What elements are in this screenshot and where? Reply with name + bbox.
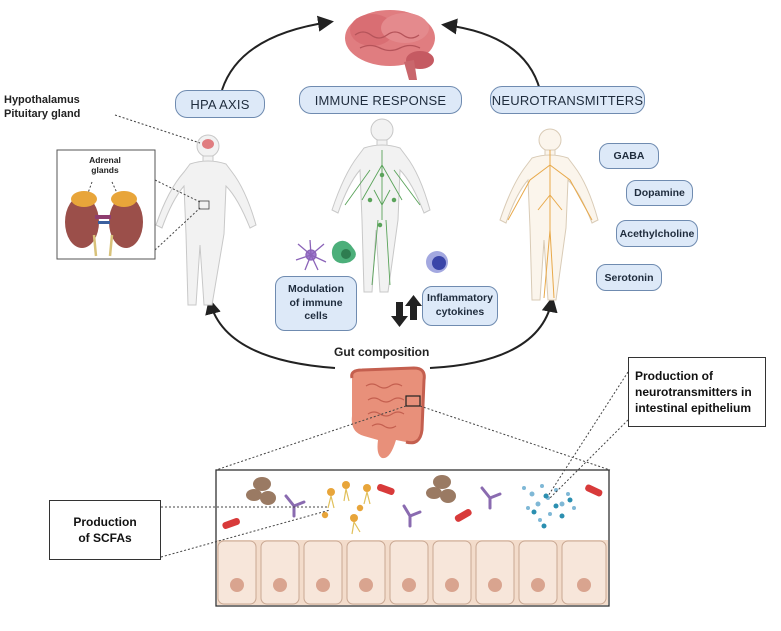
arrow-gut-to-neuro (429, 296, 558, 369)
hpa-axis-label: HPA AXIS (175, 90, 265, 118)
macrophage-icon (295, 239, 327, 271)
zoom-line-right (419, 405, 611, 471)
adrenal-glands-text: Adrenal glands (89, 155, 121, 176)
hypothalamus-text: Hypothalamus Pituitary gland (4, 94, 81, 121)
microbes (222, 475, 603, 535)
scfa-leader-bottom (160, 509, 331, 558)
kidneys-icon (65, 191, 143, 257)
dopamine-pill: Dopamine (626, 180, 693, 206)
modulation-immune-cells-pill: Modulation of immune cells (275, 276, 357, 331)
gaba-pill: GABA (599, 143, 659, 169)
arrow-neuro-to-brain (441, 18, 541, 91)
acetylcholine-pill: Acethylcholine (616, 220, 698, 247)
gut-composition-label: Gut composition (334, 345, 430, 359)
gut-zoom-marker (405, 395, 421, 407)
production-scfas-box: Production of SCFAs (49, 500, 161, 560)
hypothalamus-icon (202, 139, 214, 149)
arrow-hpa-to-brain (221, 15, 334, 91)
inflammatory-cytokines-pill: Inflammatory cytokines (422, 286, 498, 326)
brain-icon (345, 10, 435, 80)
hypothalamus-leader-line (114, 114, 201, 144)
neuro-production-leader-top (547, 371, 629, 497)
arrow-gut-to-hpa (205, 298, 336, 369)
neurotransmitters-label: NEUROTRANSMITTERS (490, 86, 645, 114)
lymphocyte-icon (426, 251, 448, 273)
adrenal-marker (198, 200, 210, 210)
immune-body-figure (331, 118, 431, 293)
hpa-body-figure (155, 134, 257, 306)
adrenal-leader-top (154, 179, 201, 203)
lymphatic-network (344, 150, 421, 286)
neuro-body-figure (499, 128, 599, 301)
intestine-icon (350, 366, 426, 459)
nervous-system (507, 150, 593, 299)
zoom-line-left (215, 405, 407, 471)
arrow-down-icon (391, 302, 408, 327)
immune-cell-green-icon (331, 240, 356, 264)
serotonin-pill: Serotonin (596, 264, 662, 291)
immune-response-label: IMMUNE RESPONSE (299, 86, 462, 114)
epithelial-cells (217, 540, 608, 605)
arrow-up-icon (405, 295, 422, 320)
adrenal-dash-left (87, 181, 93, 194)
production-neurotransmitters-box: Production of neurotransmitters in intes… (628, 357, 766, 427)
